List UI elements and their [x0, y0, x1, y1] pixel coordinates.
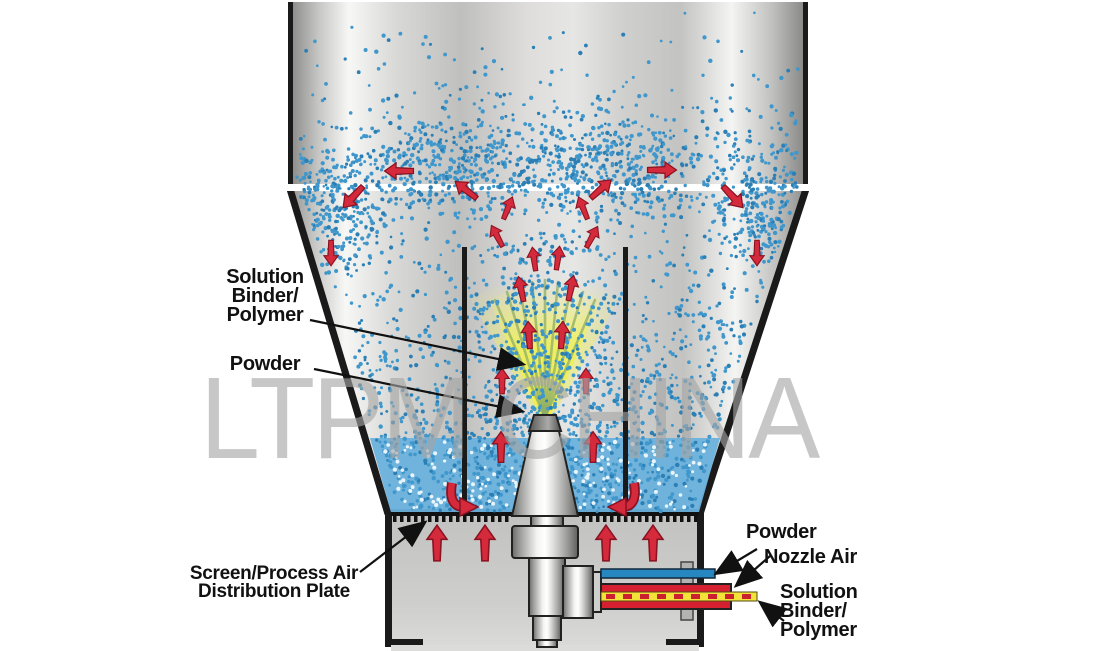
- leader-powder-right: [713, 548, 758, 576]
- label-line: Polymer: [780, 619, 857, 641]
- label-line: Screen/Process Air: [189, 563, 359, 584]
- nozzle-shaft: [528, 557, 566, 617]
- wurster-wall-right: [623, 247, 628, 505]
- label-powder-right: Powder: [746, 521, 817, 543]
- label-line: Solution: [780, 581, 858, 603]
- label-nozzle-air: Nozzle Air: [764, 546, 857, 568]
- label-line: Solution: [226, 266, 304, 288]
- leader-screen: [359, 520, 428, 573]
- circulation-arrowhead-right: [606, 496, 627, 518]
- leader-powder-left: [313, 367, 526, 419]
- nozzle-tip: [510, 414, 580, 517]
- label-line: Polymer: [226, 304, 304, 326]
- wurster-partition: [462, 247, 628, 505]
- circulation-arrowhead-left: [459, 496, 480, 518]
- nozzle-collar: [511, 525, 579, 559]
- particle-field: [295, 11, 800, 514]
- nozzle-bottom-pipe: [532, 615, 562, 641]
- wurster-wall-left: [462, 247, 467, 505]
- label-line: Distribution Plate: [198, 581, 350, 602]
- leader-solution-right: [757, 600, 788, 628]
- powder-feed-tube: [600, 568, 716, 579]
- nozzle-bottom-foot: [536, 639, 558, 648]
- airflow-arrows: [322, 160, 766, 562]
- label-leader-lines: [309, 318, 788, 628]
- nozzle-side-block: [562, 565, 594, 619]
- label-solution-binder-polymer-right: Solution Binder/ Polymer: [780, 581, 858, 641]
- label-line: Binder/: [780, 600, 847, 622]
- label-line: Binder/: [231, 285, 299, 307]
- leader-nozzle-air: [733, 555, 771, 588]
- label-powder-left: Powder: [229, 353, 301, 375]
- label-screen-distribution-plate: Screen/Process Air Distribution Plate: [168, 563, 380, 602]
- section-gap: [284, 184, 812, 191]
- leader-solution-left: [309, 318, 527, 371]
- circulation-arrows: [446, 482, 640, 518]
- label-solution-binder-polymer-left: Solution Binder/ Polymer: [200, 266, 330, 326]
- nozzle-side-plate: [592, 571, 602, 613]
- expansion-chamber: [288, 2, 808, 185]
